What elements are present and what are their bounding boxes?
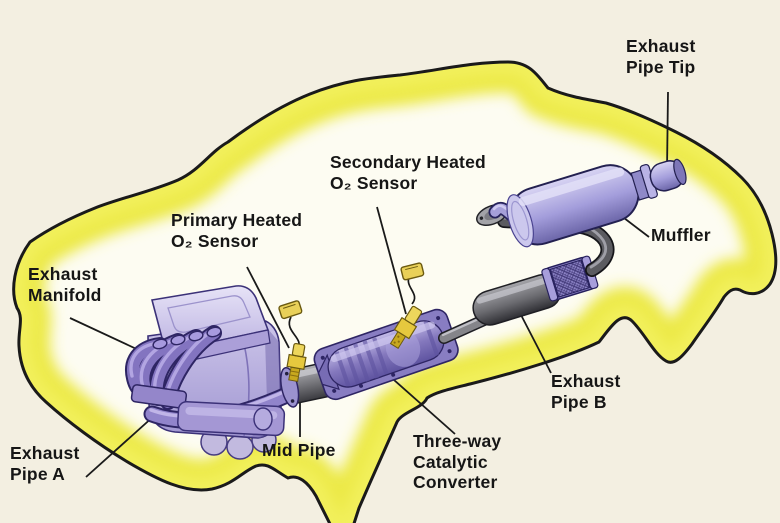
label-line: Pipe A xyxy=(10,463,66,484)
label-line: Secondary Heated xyxy=(330,152,486,172)
label-line: Exhaust xyxy=(626,36,696,56)
label-muffler: Muffler xyxy=(651,225,711,246)
leader-exhaust-pipe-tip xyxy=(666,91,669,171)
label-line: Pipe B xyxy=(551,391,607,412)
label-line: Pipe Tip xyxy=(626,56,696,77)
label-exhaust-pipe-tip: Exhaust Pipe Tip xyxy=(626,36,695,77)
label-line: Exhaust xyxy=(10,443,80,463)
car-outline xyxy=(12,60,778,523)
label-primary-o2-sensor: Primary Heated O₂ Sensor xyxy=(171,210,302,251)
label-secondary-o2-sensor: Secondary Heated O₂ Sensor xyxy=(330,152,486,193)
label-line: Exhaust xyxy=(551,371,621,391)
leader-exhaust-pipe-b xyxy=(519,312,552,374)
label-line: Catalytic xyxy=(413,451,488,472)
label-line: Mid Pipe xyxy=(262,440,336,460)
exhaust-manifold-art xyxy=(125,325,222,410)
exhaust-pipe-a-art xyxy=(143,379,311,437)
exhaust-pipe-tip-art xyxy=(639,158,687,199)
muffler-art xyxy=(488,158,687,248)
label-mid-pipe: Mid Pipe xyxy=(262,440,336,461)
label-exhaust-pipe-a: Exhaust Pipe A xyxy=(10,443,79,484)
flex-coupling xyxy=(541,255,599,302)
label-line: Three-way xyxy=(413,431,502,451)
label-line: Muffler xyxy=(651,225,711,245)
leader-three-way-cat xyxy=(384,371,456,435)
label-line: O₂ Sensor xyxy=(171,230,259,251)
secondary-o2-sensor-art xyxy=(389,262,425,350)
label-exhaust-manifold: Exhaust Manifold xyxy=(28,264,102,305)
primary-o2-sensor-art xyxy=(278,300,307,382)
label-three-way-catalytic-converter: Three-way Catalytic Converter xyxy=(413,431,501,493)
label-line: Exhaust xyxy=(28,264,98,284)
label-line: Primary Heated xyxy=(171,210,303,230)
label-exhaust-pipe-b: Exhaust Pipe B xyxy=(551,371,620,412)
label-line: Manifold xyxy=(28,284,102,305)
label-line: Converter xyxy=(413,472,498,493)
catalytic-converter-art xyxy=(313,308,459,401)
label-line: O₂ Sensor xyxy=(330,172,418,193)
leader-secondary-o2 xyxy=(376,206,407,315)
leader-primary-o2 xyxy=(246,266,290,349)
